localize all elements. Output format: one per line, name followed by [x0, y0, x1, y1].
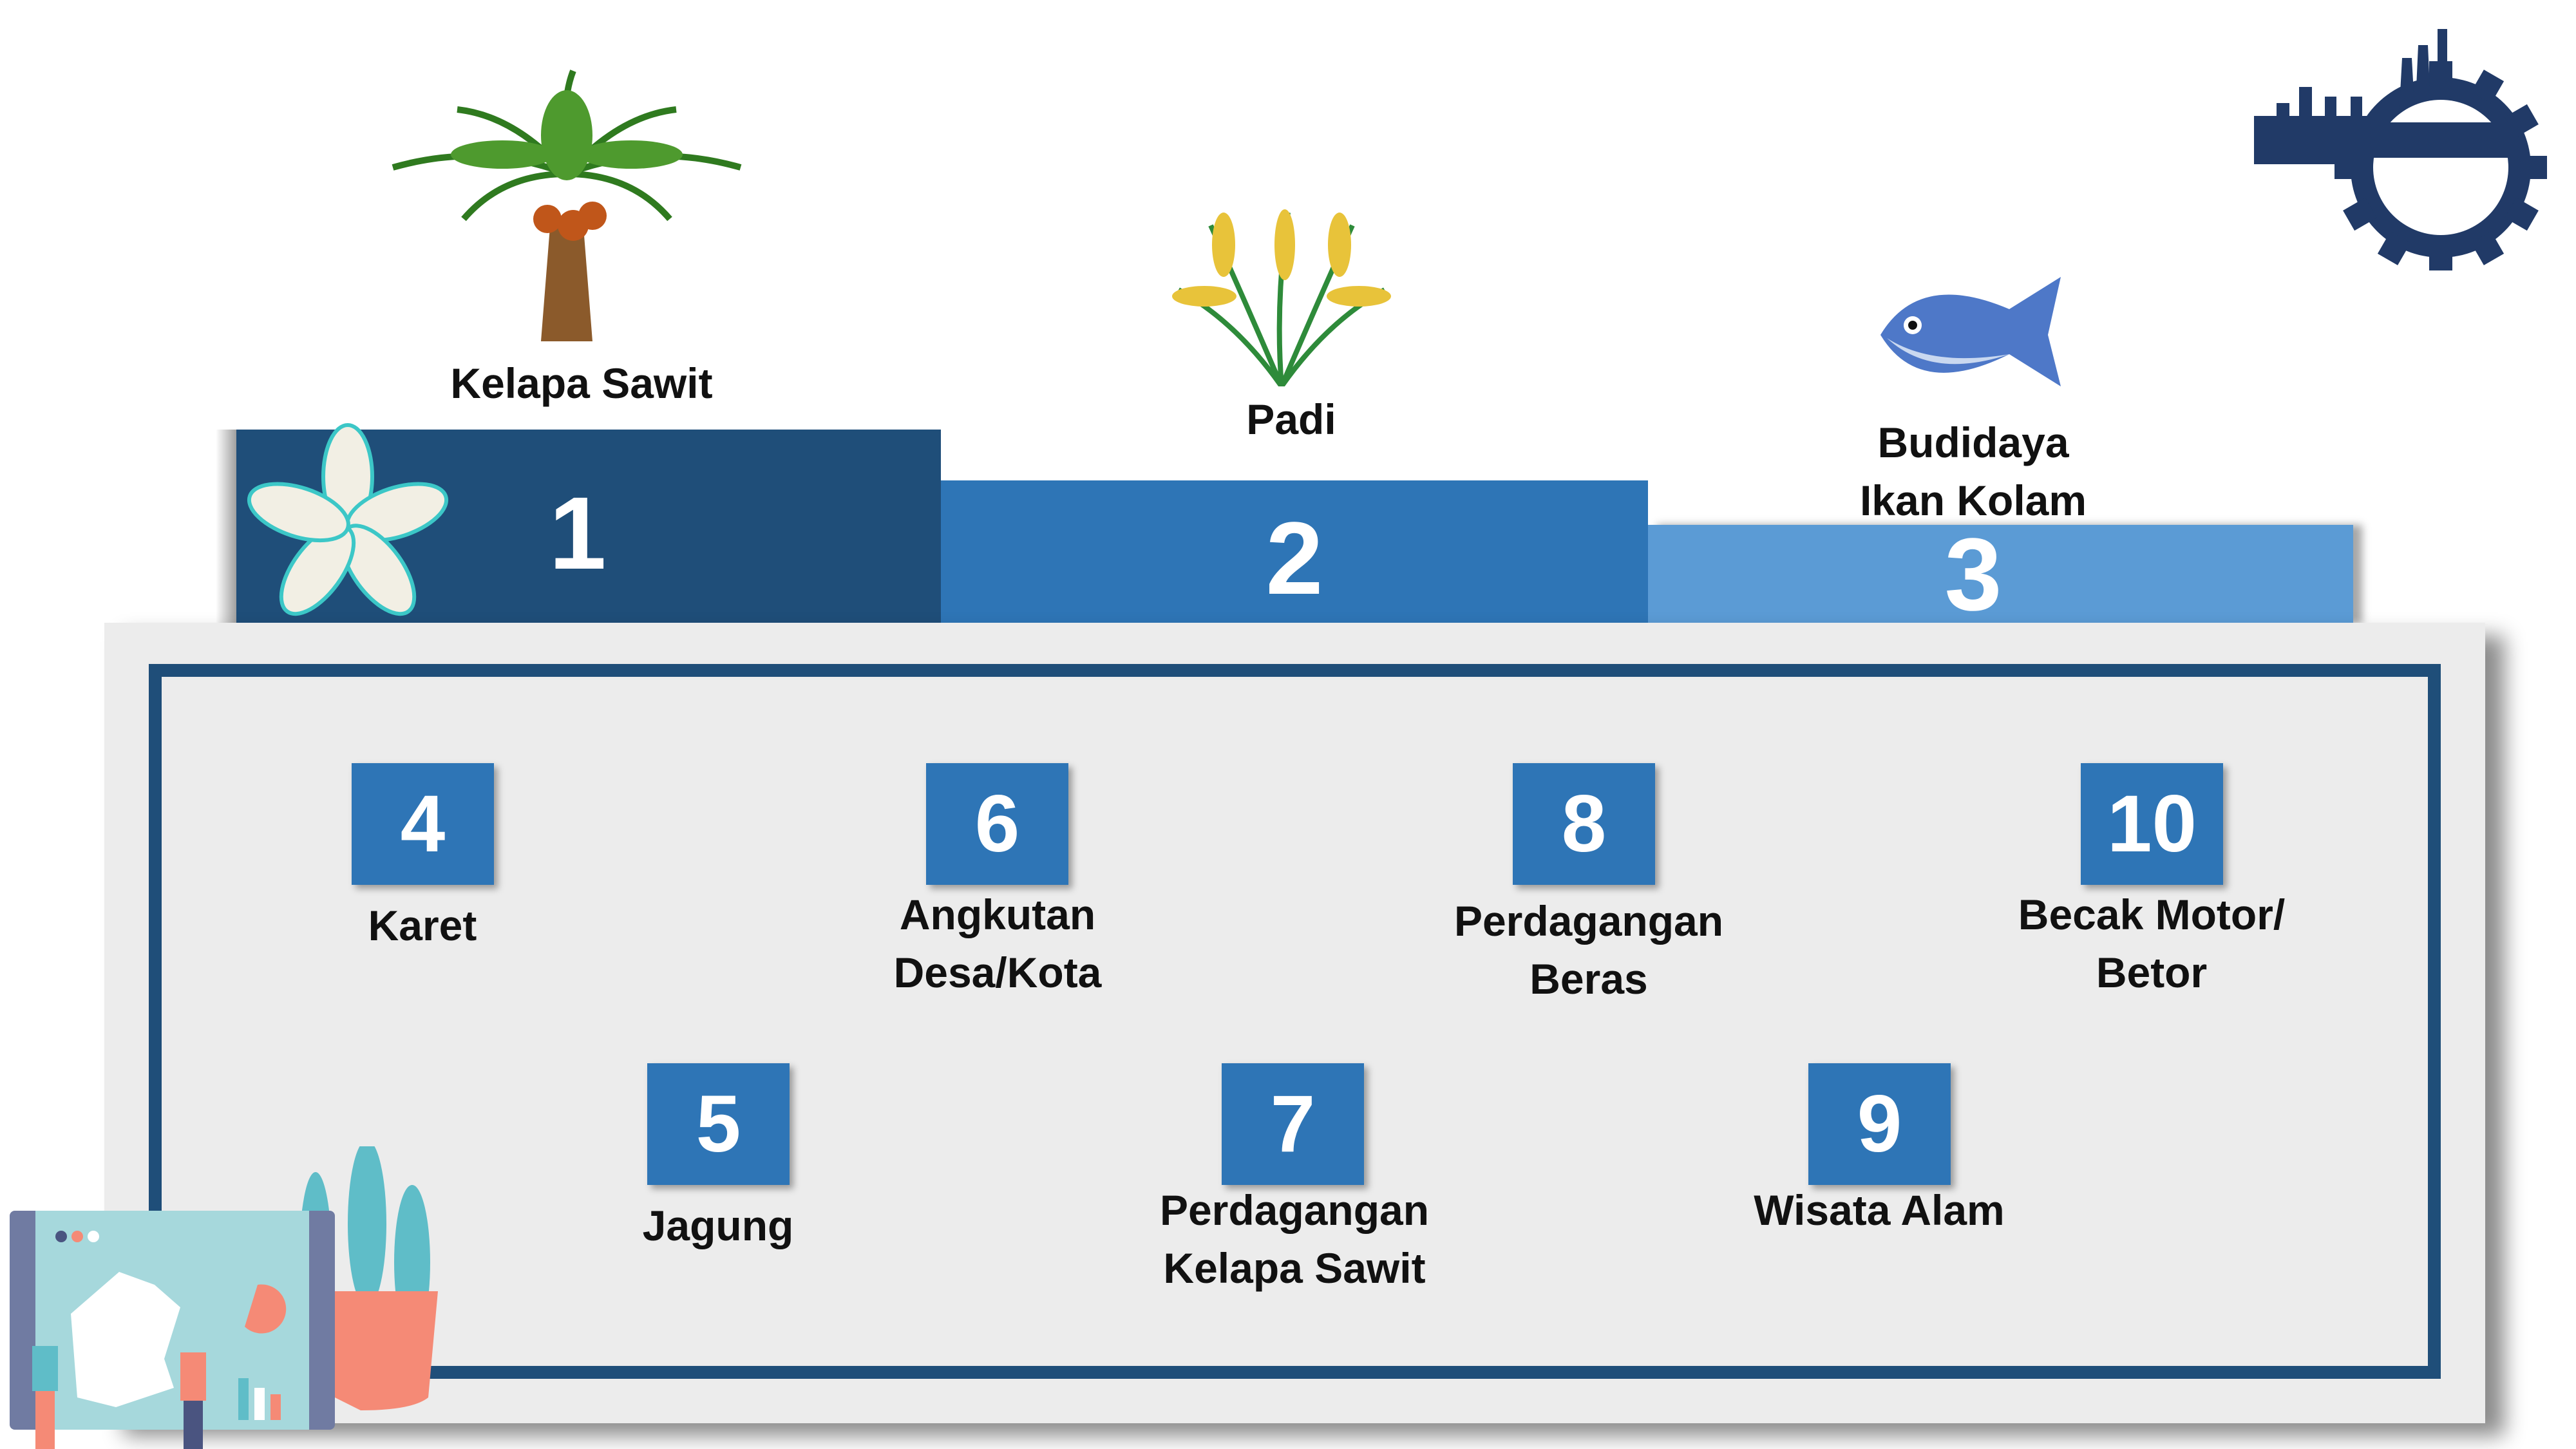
podium-label-1: Kelapa Sawit: [450, 359, 713, 407]
rank-box-8: 8: [1513, 763, 1655, 885]
industry-gear-logo: [2254, 29, 2547, 270]
podium-second: [941, 480, 1648, 624]
rank-label-5: Jagung: [642, 1202, 794, 1249]
palm-tree-icon: [392, 70, 742, 341]
rank-box-7: 7: [1222, 1063, 1364, 1185]
podium-label-3-line2: Ikan Kolam: [1859, 477, 2087, 524]
rank-box-4: 4: [352, 763, 494, 885]
rank-label-10-line1: Becak Motor/: [2018, 891, 2286, 938]
rank-label-10-line2: Betor: [2096, 949, 2208, 996]
rank-label-8-line1: Perdagangan: [1454, 897, 1724, 945]
rank-label-7-line2: Kelapa Sawit: [1163, 1244, 1426, 1292]
podium-label-3-line1: Budidaya: [1877, 419, 2069, 466]
rank-label-9: Wisata Alam: [1754, 1186, 2005, 1234]
rank-box-5: 5: [647, 1063, 790, 1185]
rice-icon: [1172, 209, 1391, 386]
rank-label-6-line2: Desa/Kota: [893, 949, 1102, 996]
rank-label-6-line1: Angkutan: [899, 891, 1096, 938]
rank-label-4: Karet: [368, 902, 477, 949]
podium-label-2: Padi: [1246, 395, 1336, 443]
rankings-panel-border: [149, 664, 2441, 1379]
fish-icon: [1880, 277, 2061, 386]
rank-box-10: 10: [2081, 763, 2223, 885]
podium-rank-3: 3: [1944, 516, 2002, 632]
rank-label-8-line2: Beras: [1530, 955, 1648, 1003]
rank-box-6: 6: [926, 763, 1068, 885]
flower-icon: [247, 423, 449, 616]
podium-third: [1648, 525, 2353, 624]
podium-rank-2: 2: [1265, 500, 1323, 616]
data-analysis-illustration: [10, 1146, 438, 1449]
rank-box-9: 9: [1808, 1063, 1951, 1185]
rank-label-7-line1: Perdagangan: [1159, 1186, 1430, 1234]
rankings-panel: [104, 623, 2485, 1423]
podium-rank-1: 1: [549, 475, 607, 591]
